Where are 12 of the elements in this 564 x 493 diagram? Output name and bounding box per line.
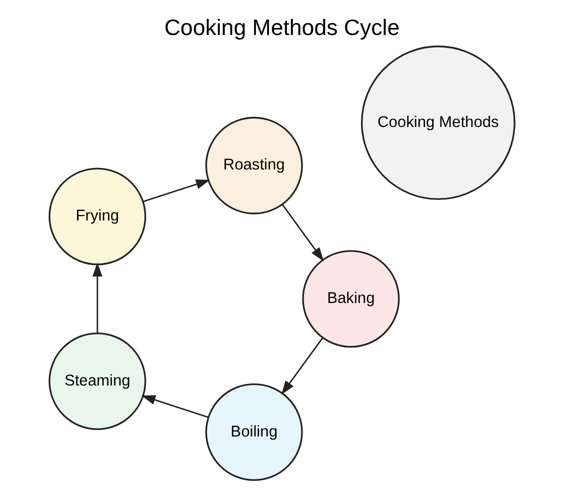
arrow bbox=[281, 337, 324, 395]
node-circle: Boiling bbox=[205, 383, 303, 481]
node-circle: Cooking Methods bbox=[361, 46, 516, 200]
node-circle: Frying bbox=[48, 168, 146, 266]
arrow bbox=[142, 180, 210, 202]
arrow bbox=[92, 262, 102, 334]
node-circle: Steaming bbox=[48, 332, 146, 430]
node-circle: Baking bbox=[302, 250, 400, 348]
arrow bbox=[282, 204, 324, 262]
diagram-title: Cooking Methods Cycle bbox=[164, 15, 400, 40]
arrow bbox=[141, 395, 209, 418]
node-circle: Roasting bbox=[205, 116, 303, 214]
